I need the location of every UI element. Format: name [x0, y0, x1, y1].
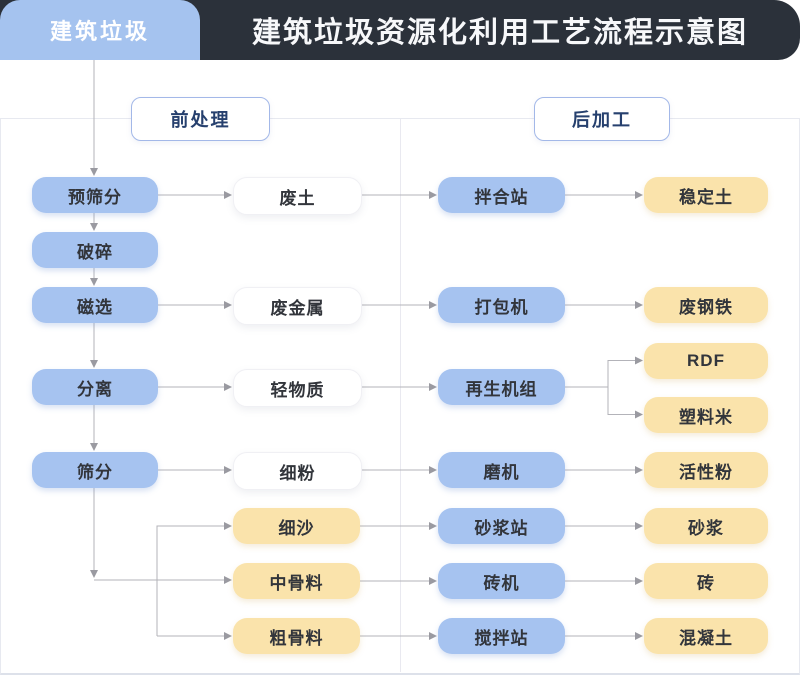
node-mixing-plant: 拌合站: [438, 177, 565, 213]
node-baler: 打包机: [438, 287, 565, 323]
node-fine-sand: 细沙: [233, 508, 360, 544]
section-label-pre-processing: 前处理: [131, 97, 270, 141]
node-separation: 分离: [32, 369, 158, 405]
page-title: 建筑垃圾资源化利用工艺流程示意图: [251, 17, 748, 49]
node-mortar: 砂浆: [644, 508, 768, 544]
node-regeneration-unit: 再生机组: [438, 369, 565, 405]
node-pre-screening: 预筛分: [32, 177, 158, 213]
node-fine-powder: 细粉: [233, 452, 362, 490]
node-concrete-mixing-plant: 搅拌站: [438, 618, 565, 654]
node-waste-soil: 废土: [233, 177, 362, 215]
node-medium-aggregate: 中骨料: [233, 563, 360, 599]
node-brick-machine: 砖机: [438, 563, 565, 599]
node-light-material: 轻物质: [233, 369, 362, 407]
section-label-post-processing: 后加工: [534, 97, 670, 141]
node-waste-metal: 废金属: [233, 287, 362, 325]
node-plastic-pellets: 塑料米: [644, 397, 768, 433]
node-mortar-plant: 砂浆站: [438, 508, 565, 544]
node-active-powder: 活性粉: [644, 452, 768, 488]
node-stabilized-soil: 稳定土: [644, 177, 768, 213]
node-mill: 磨机: [438, 452, 565, 488]
node-crushing: 破碎: [32, 232, 158, 268]
node-coarse-aggregate: 粗骨料: [233, 618, 360, 654]
section-divider-line: [400, 119, 401, 672]
node-screening: 筛分: [32, 452, 158, 488]
node-magnetic-separation: 磁选: [32, 287, 158, 323]
node-rdf: RDF: [644, 343, 768, 379]
node-concrete: 混凝土: [644, 618, 768, 654]
tab-construction-waste: 建筑垃圾: [0, 0, 200, 60]
node-brick: 砖: [644, 563, 768, 599]
node-scrap-steel: 废钢铁: [644, 287, 768, 323]
